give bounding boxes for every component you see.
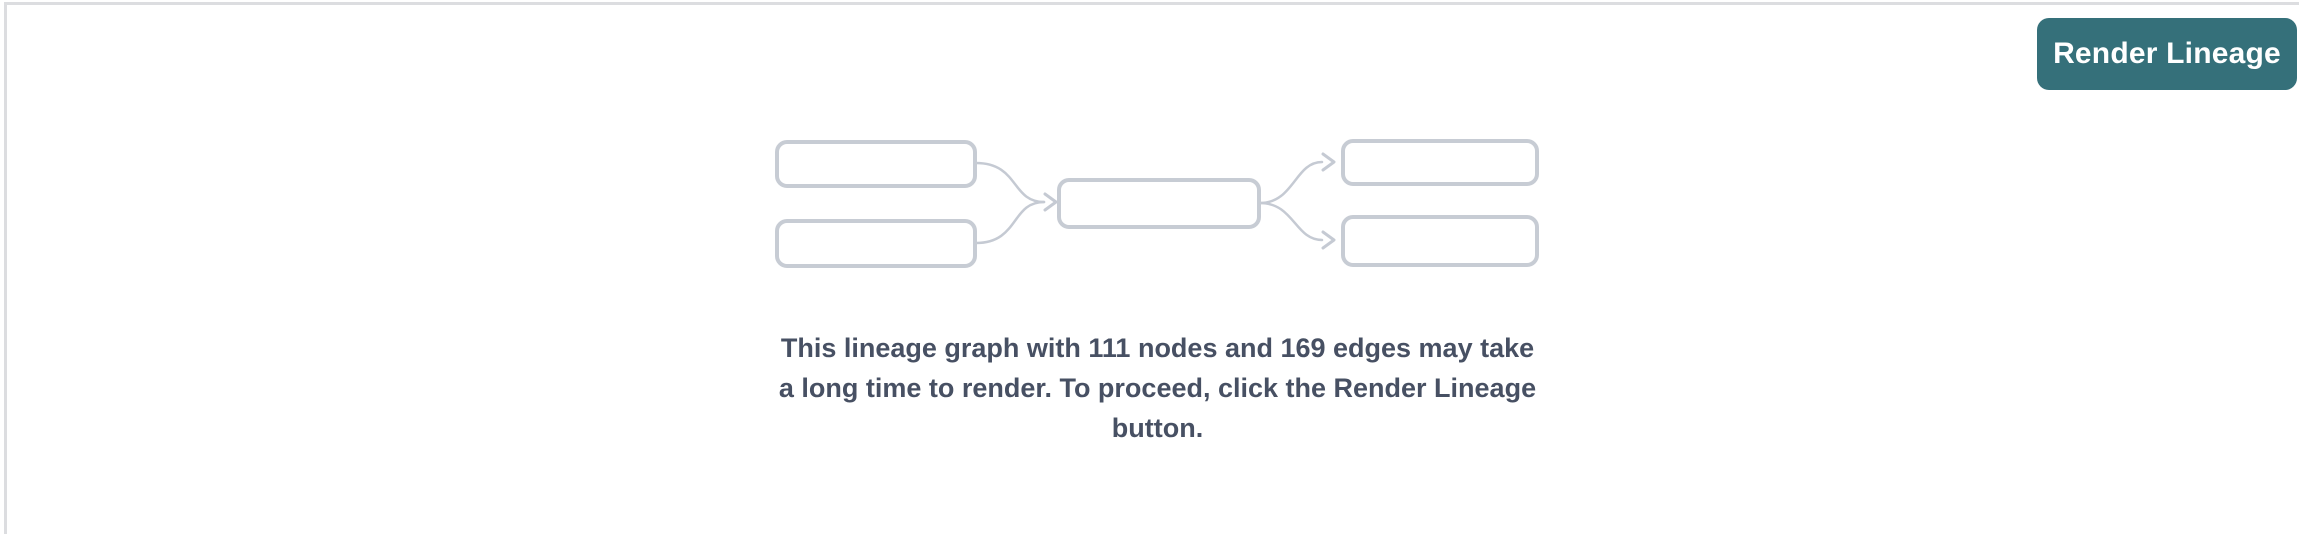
edge-arrowhead-icon	[1043, 192, 1057, 212]
panel-left-border	[4, 2, 7, 534]
diagram-node	[774, 140, 977, 188]
diagram-node	[1340, 215, 1539, 267]
edge-arrowhead-icon	[1321, 152, 1335, 172]
message-line: button.	[1111, 413, 1204, 443]
diagram-node	[1056, 178, 1261, 229]
diagram-node	[1340, 139, 1539, 186]
diagram-node	[774, 219, 977, 268]
edge-arrowhead-icon	[1321, 230, 1335, 250]
render-warning-message: This lineage graph with 111 nodes and 16…	[7, 328, 2308, 448]
diagram-edge	[1258, 160, 1323, 205]
render-lineage-button[interactable]: Render Lineage	[2037, 18, 2297, 90]
panel-top-border	[7, 2, 2299, 5]
diagram-edge	[1258, 201, 1323, 242]
lineage-preview-svg	[774, 139, 1539, 268]
diagram-edge	[974, 200, 1045, 245]
lineage-panel-content: Render Lineage	[7, 5, 2308, 534]
lineage-toolbar: Render Lineage	[7, 5, 2308, 90]
message-line: This lineage graph with 111 nodes and 16…	[780, 333, 1535, 363]
lineage-preview-diagram	[773, 138, 1543, 268]
diagram-edge	[974, 161, 1045, 204]
message-line: a long time to render. To proceed, click…	[778, 373, 1537, 403]
